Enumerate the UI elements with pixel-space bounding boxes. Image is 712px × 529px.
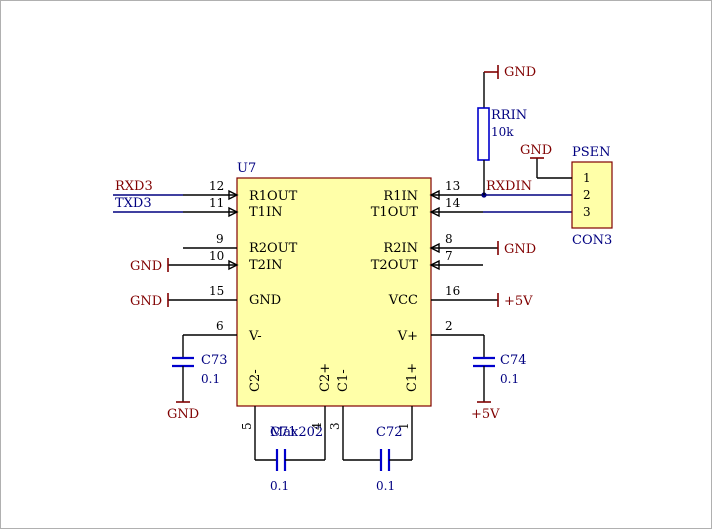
vcc-label-c74: +5V xyxy=(471,407,500,422)
resistor-rrin[interactable]: RRIN 10k xyxy=(477,72,527,195)
capacitor-c74[interactable]: C74 0.1 xyxy=(473,335,527,402)
connector-psen[interactable]: PSEN CON3 1 2 3 xyxy=(571,145,613,248)
pin-name-r2in: R2IN xyxy=(383,241,418,256)
pin-name-c2plus: C2+ xyxy=(318,363,333,392)
pin-num-9: 9 xyxy=(216,232,224,246)
connector-ref: PSEN xyxy=(572,145,611,160)
pin-num-10: 10 xyxy=(209,249,224,263)
c71-ref: C71 xyxy=(270,425,297,440)
pin-name-vplus: V+ xyxy=(397,329,418,344)
pin-num-13: 13 xyxy=(445,179,460,193)
gnd-label-rrin: GND xyxy=(504,65,536,80)
ic-u7[interactable]: U7 Max202 R1OUT T1IN R2OUT T2IN GND V- R… xyxy=(236,161,432,440)
pin-num-5: 5 xyxy=(240,422,254,430)
gnd-symbol-connector: GND xyxy=(520,143,552,159)
pin-name-r2out: R2OUT xyxy=(249,241,298,256)
rrin-value: 10k xyxy=(491,125,514,139)
c71-value: 0.1 xyxy=(270,479,289,493)
pin-name-t2in: T2IN xyxy=(249,258,282,273)
pin-num-8: 8 xyxy=(445,232,453,246)
gnd-symbol-pin15: GND xyxy=(130,293,169,309)
gnd-label-connector: GND xyxy=(520,143,552,158)
pin-name-gnd: GND xyxy=(249,293,281,308)
gnd-symbol-rrin: GND xyxy=(484,65,536,80)
gnd-label-pin15: GND xyxy=(130,294,162,309)
pin-num-12: 12 xyxy=(209,179,224,193)
vcc-label-pin16: +5V xyxy=(504,294,533,309)
c72-ref: C72 xyxy=(376,425,403,440)
pin-name-c1plus: C1+ xyxy=(405,363,420,392)
pin-num-11: 11 xyxy=(209,196,224,210)
vcc-symbol-c74: +5V xyxy=(471,401,500,422)
gnd-label-t2in: GND xyxy=(130,259,162,274)
pin-num-3: 3 xyxy=(328,422,342,430)
pin-name-t1out: T1OUT xyxy=(371,205,419,220)
pin-num-2: 2 xyxy=(445,319,453,333)
gnd-symbol-t2in: GND xyxy=(130,258,169,274)
c73-ref: C73 xyxy=(201,353,228,368)
pin-num-7: 7 xyxy=(445,249,453,263)
connector-pin-3: 3 xyxy=(583,205,591,219)
ic-ref: U7 xyxy=(237,161,256,176)
net-label-txd3[interactable]: TXD3 xyxy=(115,196,152,211)
pin-num-16: 16 xyxy=(445,284,460,298)
gnd-label-c73: GND xyxy=(167,407,199,422)
gnd-symbol-c73: GND xyxy=(167,401,199,422)
pin-num-4: 4 xyxy=(310,422,324,430)
pin-num-14: 14 xyxy=(445,196,461,210)
net-label-rxdin[interactable]: RXDIN xyxy=(486,179,532,194)
capacitor-c73[interactable]: C73 0.1 xyxy=(172,335,228,402)
c73-value: 0.1 xyxy=(201,372,220,386)
pin-name-t2out: T2OUT xyxy=(371,258,419,273)
c74-value: 0.1 xyxy=(500,372,519,386)
pin-name-vcc: VCC xyxy=(388,293,418,308)
pin-num-6: 6 xyxy=(216,319,224,333)
capacitor-c71[interactable]: C71 0.1 xyxy=(255,425,325,493)
c72-value: 0.1 xyxy=(376,479,395,493)
pin-name-t1in: T1IN xyxy=(249,205,282,220)
gnd-symbol-r2in: GND xyxy=(497,241,536,257)
connector-pin-2: 2 xyxy=(583,188,591,202)
pin-name-r1in: R1IN xyxy=(383,189,418,204)
connector-pin-1: 1 xyxy=(583,171,591,185)
vcc-symbol-pin16: +5V xyxy=(497,293,533,309)
connector-part: CON3 xyxy=(572,233,612,248)
net-label-rxd3[interactable]: RXD3 xyxy=(115,179,153,194)
c74-ref: C74 xyxy=(500,353,527,368)
pin-num-1: 1 xyxy=(397,422,411,430)
pin-num-15: 15 xyxy=(209,284,224,298)
ic-body xyxy=(236,177,432,407)
pin-name-r1out: R1OUT xyxy=(249,189,298,204)
connector-body xyxy=(571,161,613,229)
ic-part: Max202 xyxy=(270,425,323,440)
gnd-label-r2in: GND xyxy=(504,242,536,257)
pin-name-c1minus: C1- xyxy=(336,369,351,392)
capacitor-c72[interactable]: C72 0.1 xyxy=(343,425,412,493)
rrin-ref: RRIN xyxy=(491,108,527,123)
pin-name-c2minus: C2- xyxy=(248,369,263,392)
pin-name-vminus: V- xyxy=(248,329,262,344)
